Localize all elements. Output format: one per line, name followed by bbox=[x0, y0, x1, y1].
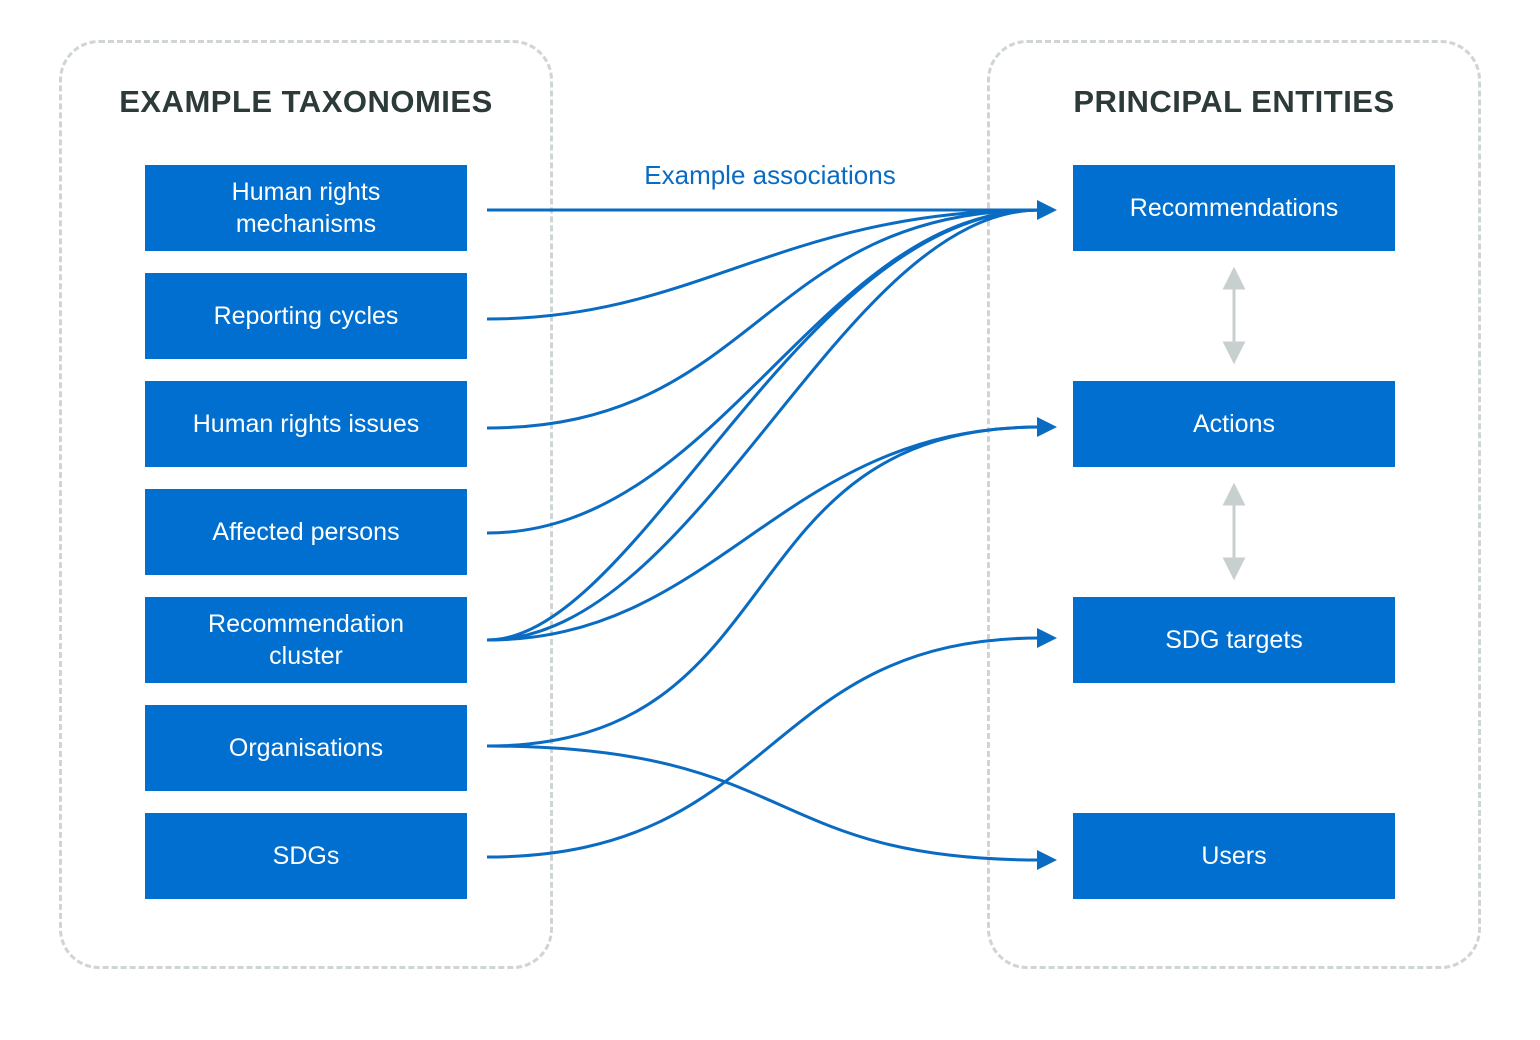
entities-panel bbox=[987, 40, 1481, 969]
taxonomy-box-issues: Human rights issues bbox=[145, 381, 467, 467]
arrowhead-sdg-targets bbox=[1037, 628, 1057, 648]
taxonomy-box-mechanisms: Human rights mechanisms bbox=[145, 165, 467, 251]
double-arrow-recommendations-actions bbox=[1222, 266, 1246, 365]
entity-box-users: Users bbox=[1073, 813, 1395, 899]
taxonomies-heading: EXAMPLE TAXONOMIES bbox=[119, 84, 493, 119]
entity-box-recommendations: Recommendations bbox=[1073, 165, 1395, 251]
entities-heading: PRINCIPAL ENTITIES bbox=[1073, 84, 1395, 119]
link-issues-recommendations bbox=[486, 208, 1041, 430]
taxonomies-panel bbox=[59, 40, 553, 969]
arrowhead-actions bbox=[1037, 417, 1057, 437]
taxonomy-box-reporting-cycles: Reporting cycles bbox=[145, 273, 467, 359]
link-organisations-actions bbox=[486, 425, 1041, 748]
link-sdgs-targets bbox=[486, 636, 1041, 859]
entity-box-sdg-targets: SDG targets bbox=[1073, 597, 1395, 683]
link-reporting-recommendations bbox=[486, 208, 1041, 321]
taxonomy-box-affected-persons: Affected persons bbox=[145, 489, 467, 575]
double-arrow-actions-sdg-targets bbox=[1222, 482, 1246, 581]
link-organisations-users bbox=[486, 744, 1041, 862]
arrowhead-users bbox=[1037, 850, 1057, 870]
taxonomy-box-cluster: Recommendation cluster bbox=[145, 597, 467, 683]
link-cluster-recommendations-1 bbox=[486, 208, 1041, 642]
taxonomy-box-organisations: Organisations bbox=[145, 705, 467, 791]
associations-label: Example associations bbox=[644, 160, 896, 190]
entity-box-actions: Actions bbox=[1073, 381, 1395, 467]
arrowhead-recommendations bbox=[1037, 200, 1057, 220]
link-cluster-recommendations-2 bbox=[486, 208, 1041, 642]
link-cluster-actions bbox=[486, 425, 1041, 642]
taxonomy-box-sdgs: SDGs bbox=[145, 813, 467, 899]
